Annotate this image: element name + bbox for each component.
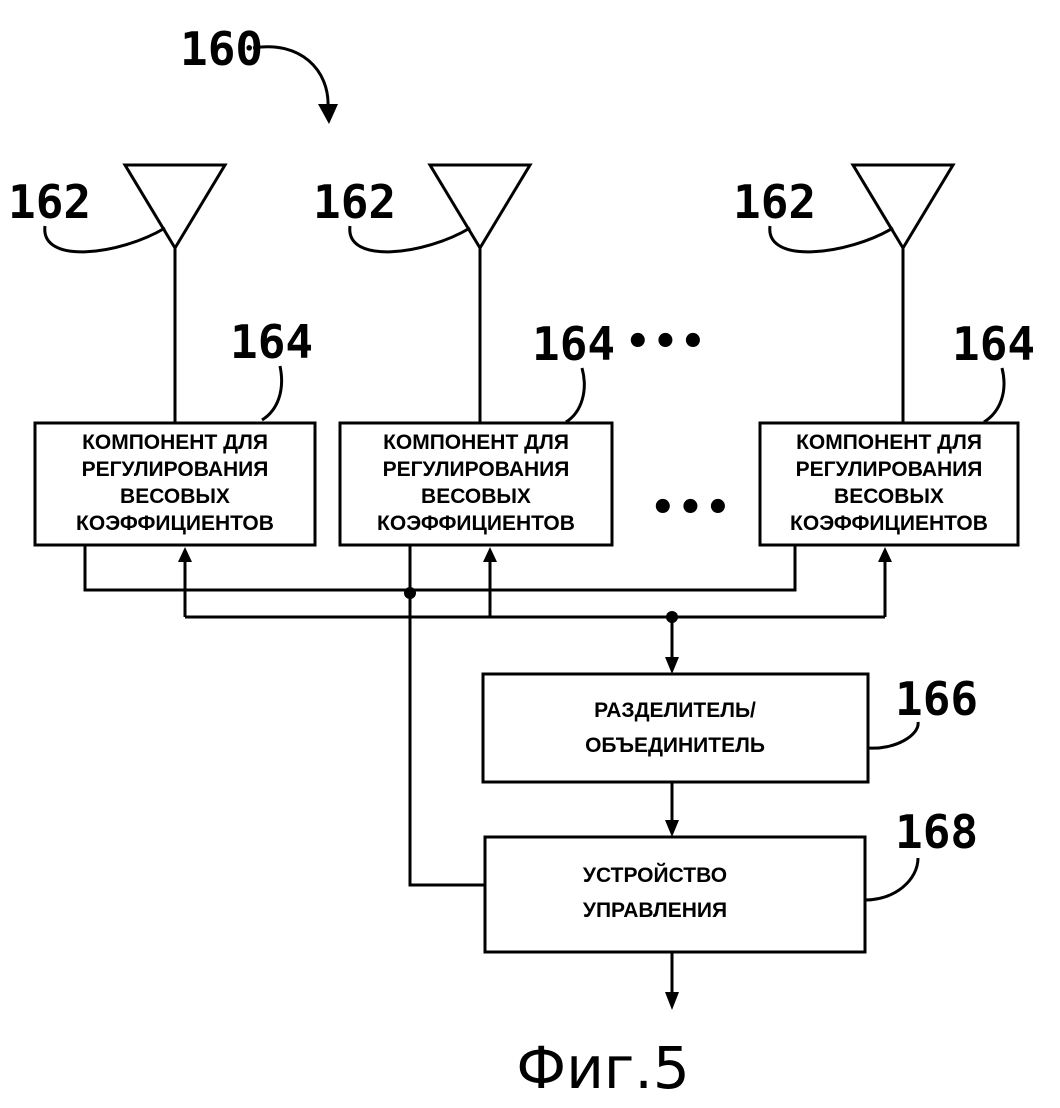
input-arrow-1 <box>178 547 192 562</box>
control-line <box>408 545 485 887</box>
ref-162-leader-1 <box>43 225 166 254</box>
weight-box-1-line-1: КОМПОНЕНТ ДЛЯ <box>82 431 268 454</box>
splitter-box: РАЗДЕЛИТЕЛЬ/ ОБЪЕДИНИТЕЛЬ <box>481 672 870 784</box>
ellipsis-top: ••• <box>625 319 708 365</box>
controller-line-2: УПРАВЛЕНИЯ <box>583 899 727 922</box>
weight-component-box-3: КОМПОНЕНТ ДЛЯ РЕГУЛИРОВАНИЯ ВЕСОВЫХ КОЭФ… <box>758 421 1020 547</box>
weight-box-3-line-1: КОМПОНЕНТ ДЛЯ <box>796 431 982 454</box>
ref-166-label: 166 <box>895 672 978 726</box>
ref-162-leader-3 <box>768 225 894 254</box>
ref-160-arrowhead <box>318 104 338 124</box>
input-arrow-2 <box>483 547 497 562</box>
ref-168-leader <box>864 857 920 902</box>
upper-bus <box>83 545 797 592</box>
figure-label: Фиг.5 <box>516 1034 689 1102</box>
antenna-1 <box>122 163 228 423</box>
antenna-3 <box>850 163 956 423</box>
ref-164-label-3: 164 <box>952 317 1035 371</box>
antenna-1-icon <box>122 163 228 251</box>
antenna-2-icon <box>427 163 533 251</box>
ref-160-label: 160 <box>180 22 263 76</box>
weight-component-box-2: КОМПОНЕНТ ДЛЯ РЕГУЛИРОВАНИЯ ВЕСОВЫХ КОЭФ… <box>338 421 614 547</box>
weight-box-2-line-2: РЕГУЛИРОВАНИЯ <box>383 458 570 481</box>
splitter-to-controller-arrow <box>665 820 679 837</box>
splitter-line-1: РАЗДЕЛИТЕЛЬ/ <box>594 699 756 722</box>
ref-166-leader <box>867 721 920 750</box>
splitter-line-2: ОБЪЕДИНИТЕЛЬ <box>585 734 765 757</box>
weight-box-2-line-3: ВЕСОВЫХ <box>421 485 531 508</box>
weight-box-1-line-2: РЕГУЛИРОВАНИЯ <box>82 458 269 481</box>
weight-box-1-line-3: ВЕСОВЫХ <box>120 485 230 508</box>
ref-164-label-1: 164 <box>230 315 313 369</box>
ref-164-leader-3 <box>983 367 1006 424</box>
ref-162-label-3: 162 <box>733 175 816 229</box>
weight-box-2-line-1: КОМПОНЕНТ ДЛЯ <box>383 431 569 454</box>
weight-box-3-line-4: КОЭФФИЦИЕНТОВ <box>790 512 988 535</box>
ref-162-label-1: 162 <box>8 175 91 229</box>
weight-box-3-line-3: ВЕСОВЫХ <box>834 485 944 508</box>
bus-to-splitter-arrow <box>665 657 679 674</box>
controller-output-arrow <box>665 992 679 1010</box>
ellipsis-middle: ••• <box>650 485 733 531</box>
weight-box-2-line-4: КОЭФФИЦИЕНТОВ <box>377 512 575 535</box>
ref-164-leader-2 <box>565 367 586 424</box>
ref-164-label-2: 164 <box>532 317 615 371</box>
controller-box: УСТРОЙСТВО УПРАВЛЕНИЯ <box>483 835 867 954</box>
ref-162-label-2: 162 <box>313 175 396 229</box>
ref-164-leader-1 <box>261 365 284 422</box>
weight-box-1-line-4: КОЭФФИЦИЕНТОВ <box>76 512 274 535</box>
input-arrow-3 <box>878 547 892 562</box>
ref-160-arrow <box>252 45 330 109</box>
ref-168-label: 168 <box>895 805 978 859</box>
weight-component-box-1: КОМПОНЕНТ ДЛЯ РЕГУЛИРОВАНИЯ ВЕСОВЫХ КОЭФ… <box>33 421 317 547</box>
controller-line-1: УСТРОЙСТВО <box>583 863 727 887</box>
junction-dot-control <box>404 587 416 599</box>
ref-162-leader-2 <box>348 225 471 254</box>
weight-box-3-line-2: РЕГУЛИРОВАНИЯ <box>796 458 983 481</box>
antenna-2 <box>427 163 533 423</box>
antenna-3-icon <box>850 163 956 251</box>
